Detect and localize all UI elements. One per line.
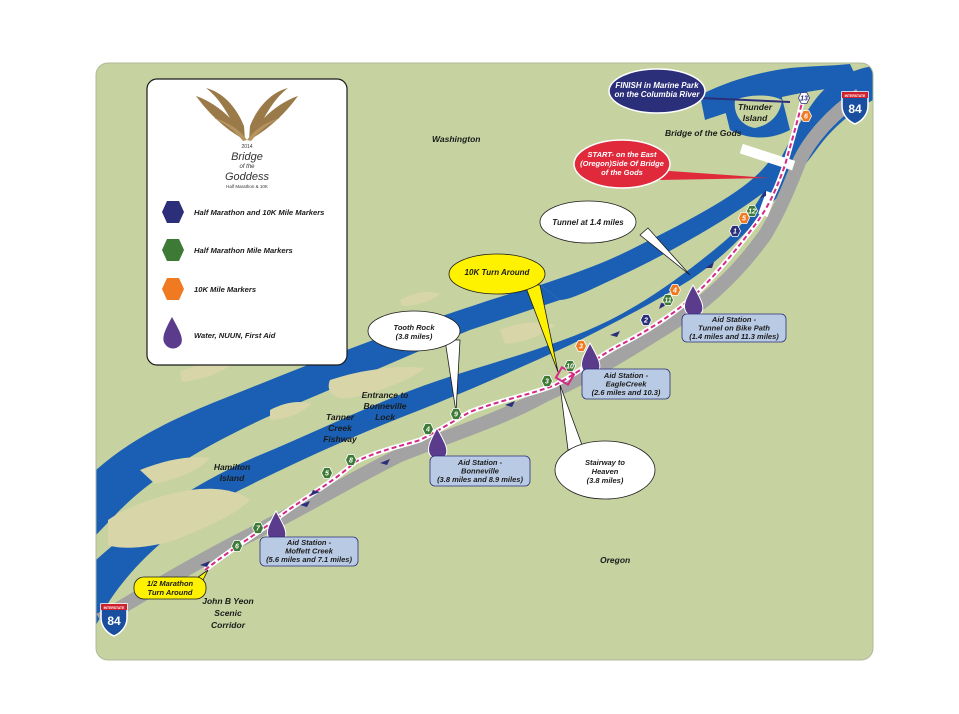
label-bridge-of-gods: Bridge of the Gods — [665, 128, 742, 138]
mile-marker-label: 4 — [425, 427, 430, 434]
aid-box-tunnel — [681, 313, 787, 343]
tunnel-callout — [539, 200, 637, 244]
label-washington: Washington — [432, 134, 480, 144]
svg-text:Aid Station -EagleCreek(2.6 mi: Aid Station -EagleCreek(2.6 miles and 10… — [592, 371, 661, 397]
legend-panel: 2014 Bridge of the Goddess Half Marathon… — [146, 78, 348, 366]
svg-text:of the: of the — [239, 164, 255, 170]
mile-marker-label: 7 — [256, 526, 261, 533]
svg-text:Tunnel at 1.4 miles: Tunnel at 1.4 miles — [552, 218, 624, 227]
stairway-callout — [554, 440, 656, 500]
legend-label-navy: Half Marathon and 10K Mile Markers — [194, 208, 324, 217]
navy-mile-marker: 1 — [729, 225, 741, 237]
aid-box-moffett — [259, 536, 359, 567]
svg-text:84: 84 — [848, 102, 862, 116]
legend-label-green: Half Marathon Mile Markers — [194, 246, 293, 255]
svg-text:2014: 2014 — [241, 144, 252, 150]
legend-row-drop: Water, NUUN, First Aid — [163, 317, 276, 349]
mile-marker-label: 9 — [454, 412, 458, 419]
svg-text:Aid Station -Bonneville(3.8 mi: Aid Station -Bonneville(3.8 miles and 8.… — [437, 458, 523, 484]
legend-row-orange: 10K Mile Markers — [162, 278, 256, 300]
interstate-shield-top: INTERSTATE 84 — [841, 91, 869, 125]
mile-marker-label: 6 — [804, 114, 808, 121]
route-direction-arrows — [200, 190, 766, 567]
green-mile-marker: 13 — [798, 92, 810, 104]
svg-text:Bridge: Bridge — [231, 151, 263, 163]
mile-marker-label: 2 — [643, 318, 648, 325]
svg-text:Tooth Rock(3.8 miles): Tooth Rock(3.8 miles) — [394, 323, 436, 341]
svg-text:Goddess: Goddess — [225, 171, 270, 183]
orange-mile-marker: 6 — [800, 110, 812, 122]
green-mile-marker: 9 — [450, 408, 462, 420]
finish-callout — [608, 68, 706, 114]
mile-marker-label: 1 — [733, 229, 737, 236]
mile-marker-label: 3 — [545, 379, 549, 386]
green-mile-marker: 12 — [746, 205, 758, 217]
svg-text:10K Turn Around: 10K Turn Around — [465, 268, 531, 277]
green-mile-marker: 7 — [252, 522, 264, 534]
mile-marker-label: 6 — [235, 544, 239, 551]
green-mile-marker: 8 — [345, 454, 357, 466]
aid-box-eagle — [581, 368, 671, 400]
event-logo: 2014 Bridge of the Goddess Half Marathon… — [196, 88, 298, 189]
mile-marker-label: 5 — [742, 216, 746, 223]
navy-mile-marker: 2 — [640, 314, 652, 326]
svg-text:Half Marathon & 10K: Half Marathon & 10K — [226, 184, 268, 189]
bridge-of-the-gods — [739, 143, 796, 171]
svg-text:INTERSTATE: INTERSTATE — [104, 606, 126, 610]
legend-label-orange: 10K Mile Markers — [194, 285, 256, 294]
green-mile-marker: 11 — [662, 294, 674, 306]
green-mile-marker: 5 — [321, 467, 333, 479]
mile-marker-label: 3 — [579, 344, 583, 351]
mile-marker-label: 5 — [325, 471, 329, 478]
legend-row-navy: Half Marathon and 10K Mile Markers — [162, 201, 324, 223]
svg-text:Aid Station -Moffett Creek(5.6: Aid Station -Moffett Creek(5.6 miles and… — [266, 538, 352, 564]
mile-marker-label: 13 — [800, 96, 808, 103]
green-mile-marker: 4 — [422, 423, 434, 435]
green-mile-marker: 10 — [564, 360, 576, 372]
interstate-shield-bottom: INTERSTATE 84 — [100, 603, 128, 637]
mile-marker-label: 12 — [748, 209, 756, 216]
svg-text:84: 84 — [107, 614, 121, 628]
hamilton-island — [108, 488, 250, 548]
legend-row-green: Half Marathon Mile Markers — [162, 239, 293, 261]
half-turnaround-callout — [133, 576, 207, 600]
mile-marker-label: 11 — [664, 298, 671, 305]
green-mile-marker: 6 — [231, 540, 243, 552]
10k-turnaround-callout — [448, 253, 546, 295]
start-callout — [573, 139, 671, 189]
mile-marker-label: 4 — [672, 288, 677, 295]
svg-text:INTERSTATE: INTERSTATE — [845, 94, 867, 98]
aid-box-bonneville — [429, 455, 531, 487]
orange-mile-marker: 3 — [575, 340, 587, 352]
mile-marker-label: 8 — [349, 458, 353, 465]
tooth-rock-callout — [367, 310, 461, 352]
orange-mile-marker: 5 — [738, 212, 750, 224]
svg-text:START- on the East(Oregon)Side: START- on the East(Oregon)Side Of Bridge… — [580, 150, 664, 177]
label-oregon: Oregon — [600, 555, 630, 565]
green-mile-marker: 3 — [541, 375, 553, 387]
svg-text:Aid Station -Tunnel on Bike Pa: Aid Station -Tunnel on Bike Path(1.4 mil… — [689, 315, 779, 341]
thunder-island — [734, 95, 782, 128]
mile-marker-label: 10 — [566, 364, 574, 371]
legend-label-drop: Water, NUUN, First Aid — [194, 331, 276, 340]
orange-mile-marker: 4 — [669, 284, 681, 296]
